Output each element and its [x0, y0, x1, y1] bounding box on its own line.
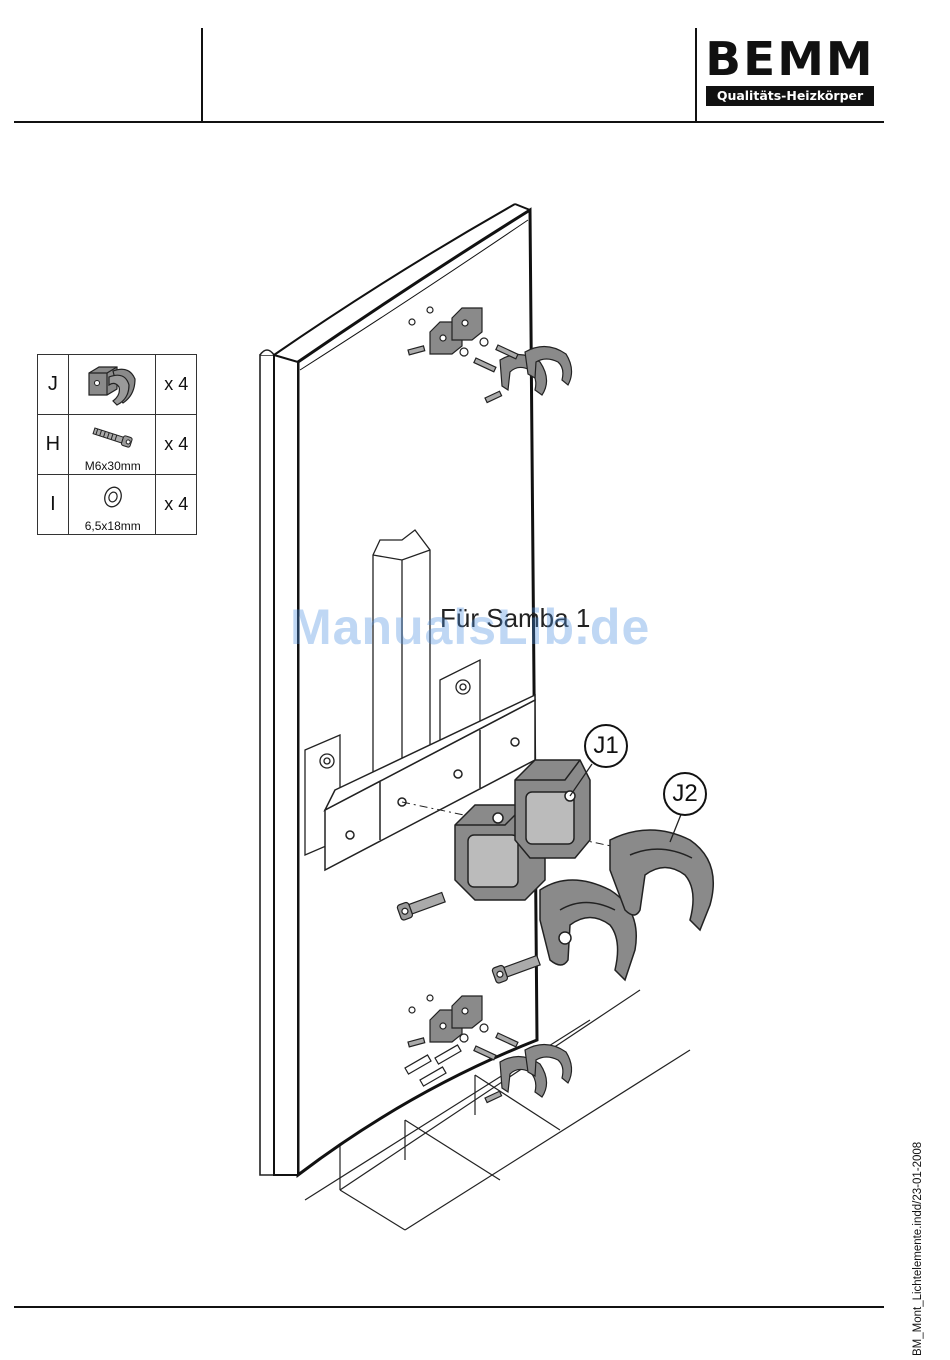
part-picture-washer: 6,5x18mm	[68, 475, 156, 535]
parts-row-h: H M6x30mm x 4	[38, 415, 197, 475]
part-letter: H	[38, 415, 69, 475]
footer-rule	[14, 1306, 884, 1308]
logo-tagline: Qualitäts-Heizkörper	[706, 86, 874, 106]
parts-row-j: J x 4	[38, 355, 197, 415]
screw-size: M6x30mm	[69, 459, 157, 473]
washer-size: 6,5x18mm	[69, 519, 157, 533]
bemm-logo: BEMM Qualitäts-Heizkörper	[704, 36, 876, 108]
sleeve-block-back	[515, 760, 590, 858]
header-divider-right	[695, 28, 697, 122]
part-letter: I	[38, 475, 69, 535]
part-picture-screw: M6x30mm	[68, 415, 156, 475]
file-reference: BM_Mont_Lichtelemente.indd/23-01-2008	[912, 1142, 924, 1356]
clamp-icon	[69, 355, 157, 414]
part-quantity: x 4	[156, 355, 197, 415]
parts-table: J x 4 H M6x30mm	[37, 354, 197, 535]
part-picture-clamp	[68, 355, 156, 415]
wall-rail	[260, 350, 274, 1175]
header-divider-left	[201, 28, 203, 122]
header-rule	[14, 121, 884, 123]
logo-word: BEMM	[702, 36, 877, 82]
part-quantity: x 4	[156, 415, 197, 475]
callout-j2: J2	[663, 772, 707, 816]
watermark: ManualsLib.de	[290, 598, 650, 656]
callout-j1: J1	[584, 724, 628, 768]
assembly-drawing	[230, 190, 730, 1240]
part-letter: J	[38, 355, 69, 415]
parts-row-i: I 6,5x18mm x 4	[38, 475, 197, 535]
part-quantity: x 4	[156, 475, 197, 535]
